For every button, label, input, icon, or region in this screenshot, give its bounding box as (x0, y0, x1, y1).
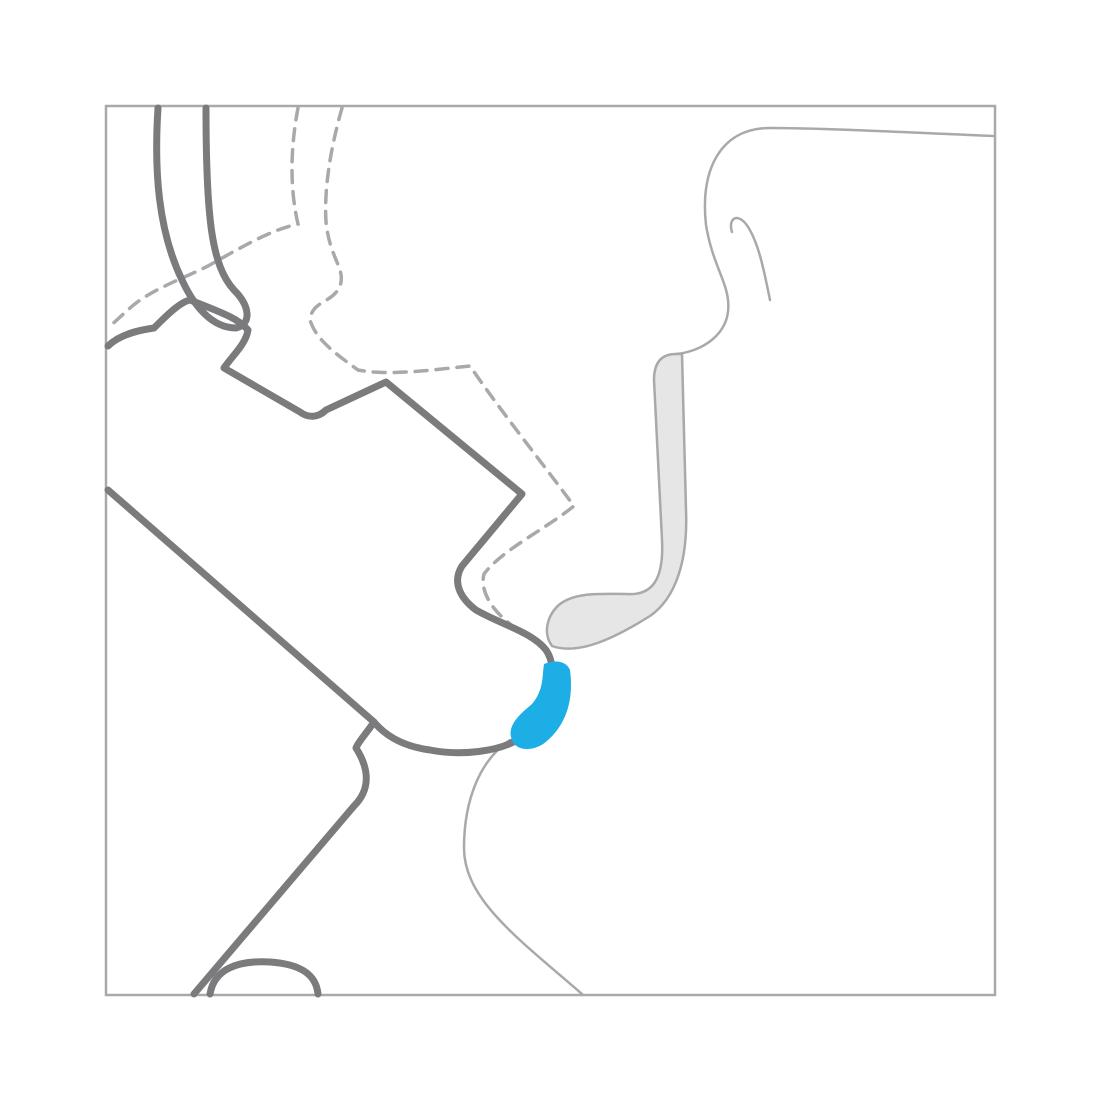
nostril-outline (729, 216, 772, 302)
dashed-ghost-top (106, 106, 301, 330)
device-body (104, 296, 557, 757)
dashed-ghost-outline (308, 106, 577, 626)
face-profile-icon (462, 126, 995, 996)
face-outline (674, 126, 995, 356)
upper-lip (545, 352, 688, 650)
device-handle (190, 718, 378, 998)
lip-seal-highlight-icon (510, 661, 572, 749)
frame-border (104, 104, 997, 997)
device-handle-knob (206, 958, 322, 998)
device-strap (153, 104, 251, 332)
inhaler-device-icon (104, 104, 577, 998)
chin-outline (462, 738, 584, 996)
